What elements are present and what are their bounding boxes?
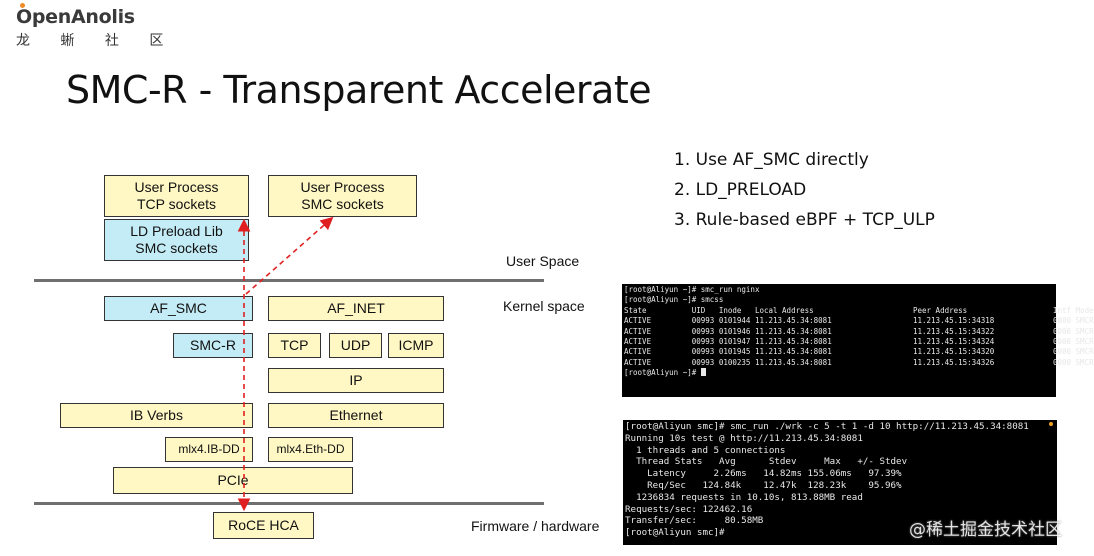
- terminal-line: Thread Stats Avg Stdev Max +/- Stdev: [625, 456, 908, 468]
- mlx4-eth-dd-box: mlx4.Eth-DD: [268, 437, 353, 462]
- logo-subtitle: 龙 蜥 社 区: [16, 33, 177, 49]
- terminal-line: ACTIVE 00993 0101944 11.213.45.34:8081 1…: [624, 316, 1094, 326]
- tcp-box: TCP: [268, 333, 321, 358]
- ip-box: IP: [268, 368, 444, 393]
- firmware-hardware-label: Firmware / hardware: [471, 518, 600, 534]
- watermark-text: @稀土掘金技术社区: [909, 520, 1062, 540]
- terminal-line: State UID Inode Local Address Peer Addre…: [624, 305, 1094, 315]
- terminal-line: Requests/sec: 122462.16: [625, 503, 753, 515]
- user-kernel-divider: [34, 279, 544, 282]
- smcss-terminal: [root@Aliyun ~]# smc_run nginx [root@Ali…: [622, 284, 1094, 397]
- user-process-tcp-box: User Process TCP sockets: [104, 175, 249, 217]
- logo-o: O: [16, 6, 32, 28]
- terminal-prompt-line: [root@Aliyun ~]#: [624, 368, 1056, 378]
- terminal-line: [root@Aliyun smc]# smc_run ./wrk -c 5 -t…: [625, 421, 1029, 432]
- terminal-line: [root@Aliyun smc]#: [625, 527, 725, 539]
- terminal-line: Latency 2.26ms 14.82ms 155.06ms 97.39%: [625, 468, 902, 480]
- slide-title: SMC-R - Transparent Accelerate: [66, 68, 652, 112]
- terminal-line: Transfer/sec: 80.58MB: [625, 515, 764, 527]
- ib-verbs-box: IB Verbs: [60, 403, 253, 428]
- terminal-line: [root@Aliyun ~]# smcss: [624, 295, 724, 305]
- terminal-line: ACTIVE 00993 0101947 11.213.45.34:8081 1…: [624, 336, 1094, 346]
- ld-preload-box: LD Preload Lib SMC sockets: [104, 219, 249, 261]
- ethernet-box: Ethernet: [268, 403, 444, 428]
- terminal-line: 1236834 requests in 10.10s, 813.88MB rea…: [625, 491, 863, 503]
- user-process-smc-box: User Process SMC sockets: [268, 175, 417, 217]
- terminal-line: [root@Aliyun ~]# smc_run nginx: [624, 285, 760, 294]
- terminal-line: Req/Sec 124.84k 12.47k 128.23k 95.96%: [625, 479, 902, 491]
- wrk-benchmark-terminal: [root@Aliyun smc]# smc_run ./wrk -c 5 -t…: [623, 420, 1057, 545]
- step-item: 2. LD_PRELOAD: [674, 180, 807, 200]
- logo-name-rest: penAnolis: [31, 6, 135, 28]
- terminal-cursor: [700, 368, 706, 377]
- openanolis-logo: OpenAnolis 龙 蜥 社 区: [16, 6, 176, 50]
- step-item: 3. Rule-based eBPF + TCP_ULP: [674, 210, 935, 230]
- terminal-line: 1 threads and 5 connections: [625, 444, 786, 456]
- user-space-label: User Space: [506, 253, 580, 269]
- icmp-box: ICMP: [388, 333, 444, 358]
- diagonal-smc-socket-arrow: [245, 216, 334, 295]
- logo-name: OpenAnolis: [16, 6, 176, 28]
- af-smc-box: AF_SMC: [104, 296, 253, 321]
- roce-hca-box: RoCE HCA: [213, 512, 314, 539]
- udp-box: UDP: [329, 333, 382, 358]
- terminal-indicator-dot: [1049, 422, 1053, 426]
- terminal-line: ACTIVE 00993 0101946 11.213.45.34:8081 1…: [624, 326, 1094, 336]
- terminal-line: ACTIVE 00993 0101945 11.213.45.34:8081 1…: [624, 347, 1094, 357]
- terminal-line: Running 10s test @ http://11.213.45.34:8…: [625, 432, 863, 444]
- step-item: 1. Use AF_SMC directly: [674, 150, 869, 170]
- kernel-space-label: Kernel space: [503, 298, 585, 314]
- af-inet-box: AF_INET: [268, 296, 444, 321]
- terminal-line: ACTIVE 00993 0100235 11.213.45.34:8081 1…: [624, 357, 1094, 367]
- terminal-prompt: [root@Aliyun ~]#: [624, 368, 701, 378]
- kernel-hardware-divider: [34, 502, 544, 505]
